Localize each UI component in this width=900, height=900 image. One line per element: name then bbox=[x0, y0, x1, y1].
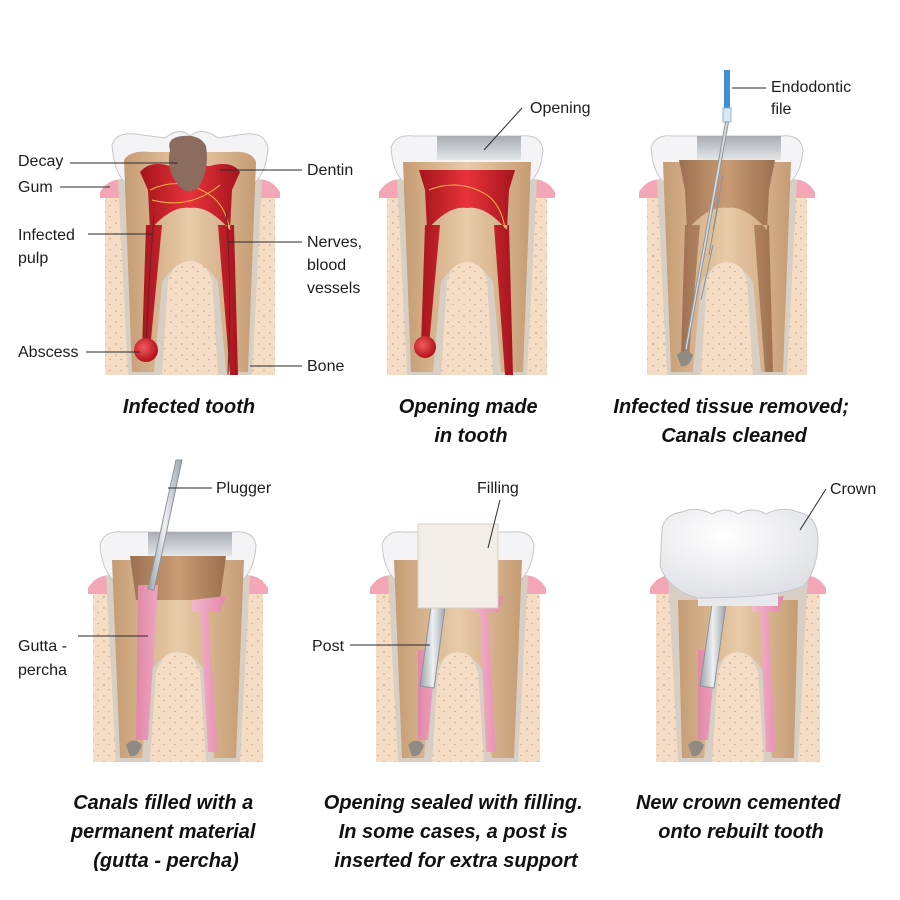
label-endodontic-file: Endodontic file bbox=[771, 79, 856, 118]
label-dentin: Dentin bbox=[307, 162, 353, 179]
apex-seal bbox=[408, 740, 424, 757]
gutta-percha bbox=[136, 585, 226, 752]
label-crown: Crown bbox=[830, 481, 876, 498]
captions: Infected tooth Opening made in tooth Inf… bbox=[70, 396, 854, 872]
gum-tissue bbox=[379, 179, 555, 198]
abscess bbox=[134, 338, 158, 362]
panel-opening-made bbox=[379, 135, 555, 375]
nerve-lines bbox=[428, 184, 506, 229]
apex-seal bbox=[688, 740, 704, 757]
label-plugger: Plugger bbox=[216, 480, 272, 497]
gum-tissue bbox=[370, 575, 546, 594]
panel-canals-filled bbox=[88, 459, 268, 762]
labels: Decay Gum Infected pulp Abscess Dentin N… bbox=[18, 79, 876, 679]
apex-seal bbox=[677, 350, 693, 367]
decay bbox=[168, 135, 207, 191]
label-filling: Filling bbox=[477, 480, 519, 497]
caption-canals-filled: Canals filled with a permanent material … bbox=[70, 792, 261, 872]
label-gum: Gum bbox=[18, 179, 53, 196]
opening-cavity bbox=[437, 136, 521, 160]
caption-opening-made: Opening made in tooth bbox=[399, 396, 543, 447]
label-bone: Bone bbox=[307, 358, 344, 375]
opening-cavity bbox=[697, 136, 781, 160]
panel-infected-tooth bbox=[100, 131, 280, 376]
endodontic-file-icon bbox=[684, 70, 732, 351]
cleaned-canals bbox=[679, 160, 775, 372]
plugger-icon bbox=[147, 459, 183, 591]
gum-tissue bbox=[100, 179, 280, 198]
label-decay: Decay bbox=[18, 153, 63, 170]
gutta-percha bbox=[418, 596, 504, 752]
label-post: Post bbox=[312, 638, 345, 655]
apex-seal bbox=[126, 740, 142, 757]
infected-pulp bbox=[140, 164, 240, 375]
opening-cavity bbox=[148, 532, 232, 556]
label-infected-pulp: Infected pulp bbox=[18, 227, 79, 267]
caption-sealed-filling: Opening sealed with filling. In some cas… bbox=[324, 792, 588, 872]
label-gutta-percha: Gutta - percha bbox=[18, 638, 71, 679]
label-nerves-blood-vessels: Nerves, blood vessels bbox=[307, 234, 367, 297]
panel-sealed-filling bbox=[370, 523, 546, 762]
gum-tissue bbox=[639, 179, 815, 198]
panel-new-crown bbox=[650, 508, 826, 762]
leader-lines bbox=[60, 87, 827, 646]
filling bbox=[417, 523, 499, 609]
label-abscess: Abscess bbox=[18, 344, 78, 361]
gutta-percha bbox=[698, 596, 784, 752]
blood-vessel-lines bbox=[145, 209, 231, 376]
nerve-lines bbox=[149, 183, 231, 231]
caption-tissue-removed: Infected tissue removed; Canals cleaned bbox=[613, 396, 854, 447]
gum-tissue bbox=[88, 575, 268, 594]
caption-new-crown: New crown cemented onto rebuilt tooth bbox=[636, 792, 846, 843]
crown bbox=[659, 508, 819, 599]
panel-tissue-removed bbox=[639, 70, 815, 375]
infected-pulp bbox=[419, 170, 515, 375]
abscess bbox=[414, 336, 436, 358]
caption-infected-tooth: Infected tooth bbox=[123, 396, 255, 418]
label-opening: Opening bbox=[530, 100, 591, 117]
